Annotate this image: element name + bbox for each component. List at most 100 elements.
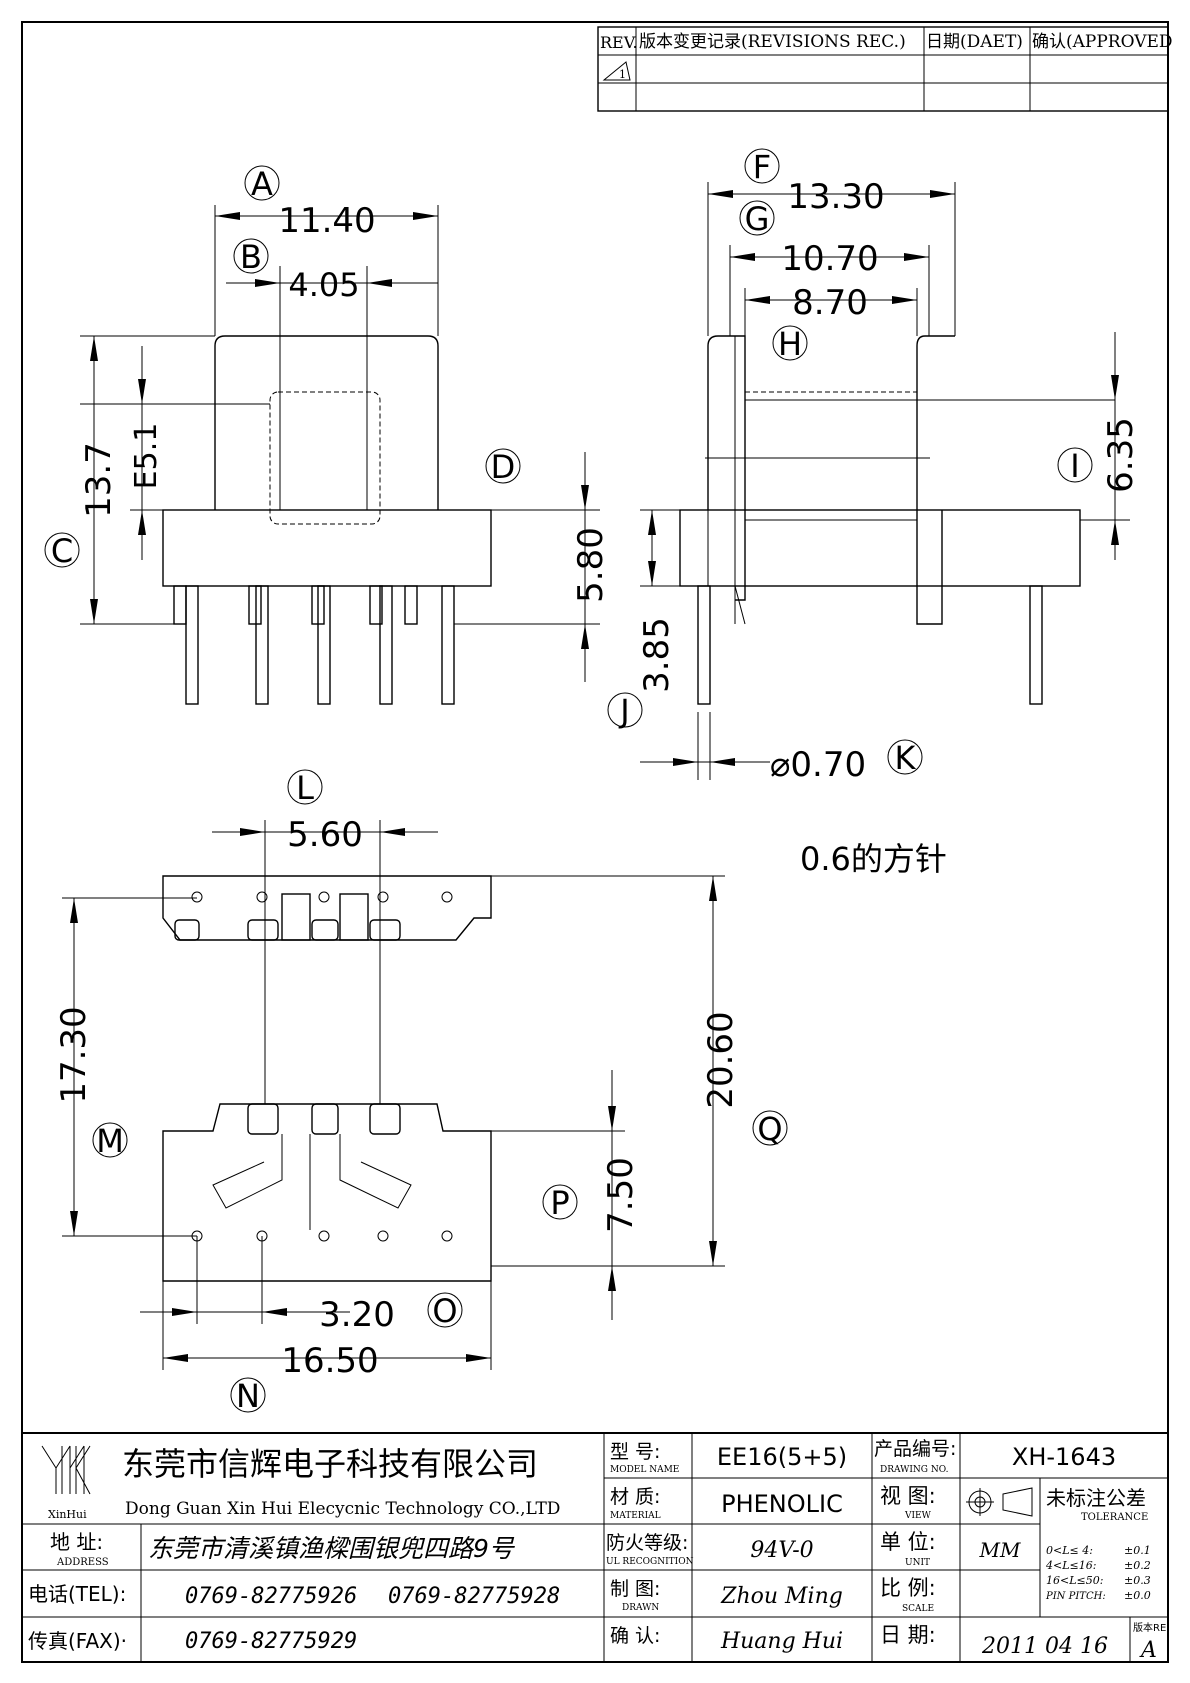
callout-k-letter: K: [895, 739, 917, 777]
core-hidden-outline: [269, 391, 381, 525]
xinhui-logo-icon: XinHui: [41, 1445, 91, 1521]
callout-o-letter: O: [432, 1292, 457, 1330]
model-label-en: MODEL NAME: [610, 1465, 679, 1475]
fax-label: 传真(FAX)·: [28, 1629, 127, 1653]
callout-m: [92, 1122, 128, 1158]
bottom-view: L 5.60 17.30 M 20.60 Q 7.50 P 3.20 O: [54, 769, 788, 1415]
confirm-label: 确 认:: [610, 1625, 660, 1647]
callout-l: [287, 769, 323, 805]
callout-n: [230, 1377, 266, 1413]
side-pin-left: [697, 585, 711, 705]
dim-p-value: 7.50: [601, 1157, 641, 1233]
side-pin-right: [1029, 585, 1043, 705]
callout-j-letter: J: [618, 692, 629, 730]
side-view: F 13.30 G 10.70 8.70 H 6.35 I 3.85 J: [607, 148, 1141, 785]
fire-rating-value: 94V-0: [750, 1538, 813, 1563]
callout-h-letter: H: [778, 325, 802, 363]
tol-value-1: ±0.1: [1124, 1544, 1151, 1557]
drawn-label-en: DRAWN: [622, 1603, 659, 1613]
address-label-en: ADDRESS: [56, 1557, 109, 1568]
model-label: 型 号:: [610, 1441, 660, 1463]
material-label-en: MATERIAL: [610, 1511, 661, 1521]
address-label: 地 址:: [50, 1530, 103, 1554]
revision-number: 1: [619, 68, 626, 81]
revision-record-col-header: 版本变更记录(REVISIONS REC.): [639, 32, 906, 52]
dim-e-value: E5.1: [129, 423, 164, 490]
revision-table: REV. 版本变更记录(REVISIONS REC.) 日期(DAET) 确认(…: [597, 26, 1173, 112]
revision-triangle-icon: [602, 61, 631, 81]
drawing-no-label: 产品编号:: [874, 1438, 956, 1460]
dim-h-value: 8.70: [792, 283, 868, 323]
dim-q-value: 20.60: [701, 1011, 741, 1108]
callout-d: [485, 448, 521, 484]
dim-d-value: 5.80: [571, 527, 611, 603]
unit-label-en: UNIT: [905, 1558, 930, 1568]
dim-f-value: 13.30: [787, 177, 884, 217]
callout-q-letter: Q: [757, 1110, 782, 1148]
drawing-no-value: XH-1643: [1012, 1443, 1116, 1471]
callout-q: [752, 1110, 788, 1146]
date-label: 日 期:: [880, 1623, 936, 1647]
callout-b: [233, 238, 269, 274]
scale-label-en: SCALE: [902, 1604, 934, 1614]
version-value: A: [1139, 1638, 1157, 1663]
callout-i-letter: I: [1070, 447, 1079, 485]
front-pins: [173, 585, 455, 705]
unit-value: MM: [979, 1538, 1021, 1562]
title-block: XinHui 东莞市信辉电子科技有限公司 Dong Guan Xin Hui E…: [21, 1432, 1169, 1663]
drawn-value: Zhou Ming: [720, 1584, 843, 1609]
date-value: 2011 04 16: [981, 1634, 1108, 1659]
logo-text: XinHui: [48, 1508, 87, 1521]
callout-c-letter: C: [51, 532, 73, 570]
scale-label: 比 例:: [880, 1576, 936, 1600]
tel-value-2: 0769-82775928: [388, 1584, 560, 1609]
dim-n-value: 16.50: [281, 1341, 378, 1381]
callout-a-letter: A: [251, 165, 273, 203]
callout-j: [607, 692, 643, 728]
dim-j-value: 3.85: [637, 617, 677, 693]
dim-c-value: 13.7: [79, 442, 119, 518]
callout-g: [739, 200, 775, 236]
callout-a: [244, 165, 280, 201]
tolerance-label-en: TOLERANCE: [1081, 1512, 1148, 1523]
dim-a-value: 11.40: [278, 201, 375, 241]
tol-range-2: 4<L≤16:: [1045, 1559, 1096, 1572]
model-value: EE16(5+5): [717, 1443, 847, 1471]
callout-f: [744, 148, 780, 184]
view-label: 视 图:: [880, 1484, 936, 1508]
fire-rating-label: 防火等级:: [606, 1532, 688, 1554]
drawing-no-label-en: DRAWING NO.: [880, 1465, 949, 1475]
callout-c: [44, 532, 80, 568]
dim-o-value: 3.20: [319, 1295, 395, 1335]
tolerance-label: 未标注公差: [1046, 1486, 1146, 1510]
dim-b-value: 4.05: [288, 266, 359, 304]
address-value: 东莞市清溪镇渔樑围银兜四路9号: [148, 1534, 516, 1563]
callout-p-letter: P: [550, 1184, 569, 1222]
callout-g-letter: G: [745, 200, 770, 238]
company-name-en: Dong Guan Xin Hui Elecycnic Technology C…: [125, 1499, 560, 1519]
date-col-header: 日期(DAET): [926, 32, 1023, 52]
callout-f-letter: F: [753, 148, 771, 186]
rev-col-header: REV.: [600, 33, 638, 52]
tol-range-1: 0<L≤ 4:: [1046, 1544, 1093, 1557]
callout-b-letter: B: [240, 238, 262, 276]
tol-value-4: ±0.0: [1124, 1589, 1151, 1602]
company-name-cn: 东莞市信辉电子科技有限公司: [122, 1445, 538, 1483]
callout-n-letter: N: [236, 1377, 260, 1415]
drawn-label: 制 图:: [610, 1578, 660, 1600]
tel-value-1: 0769-82775926: [185, 1584, 357, 1609]
dim-k-value: ⌀0.70: [770, 745, 866, 785]
tol-value-3: ±0.3: [1124, 1574, 1151, 1587]
unit-label: 单 位:: [880, 1530, 936, 1554]
sheet-border: [21, 21, 1169, 1663]
pin-note: 0.6的方针: [800, 840, 947, 878]
fax-value: 0769-82775929: [185, 1629, 357, 1654]
projection-symbol-icon: [966, 1487, 1033, 1517]
callout-m-letter: M: [96, 1122, 124, 1160]
material-value: PHENOLIC: [721, 1490, 843, 1518]
tel-label: 电话(TEL):: [28, 1582, 126, 1606]
material-label: 材 质:: [610, 1486, 660, 1508]
approved-col-header: 确认(APPROVED: [1032, 32, 1173, 52]
tol-range-3: 16<L≤50:: [1046, 1574, 1103, 1587]
